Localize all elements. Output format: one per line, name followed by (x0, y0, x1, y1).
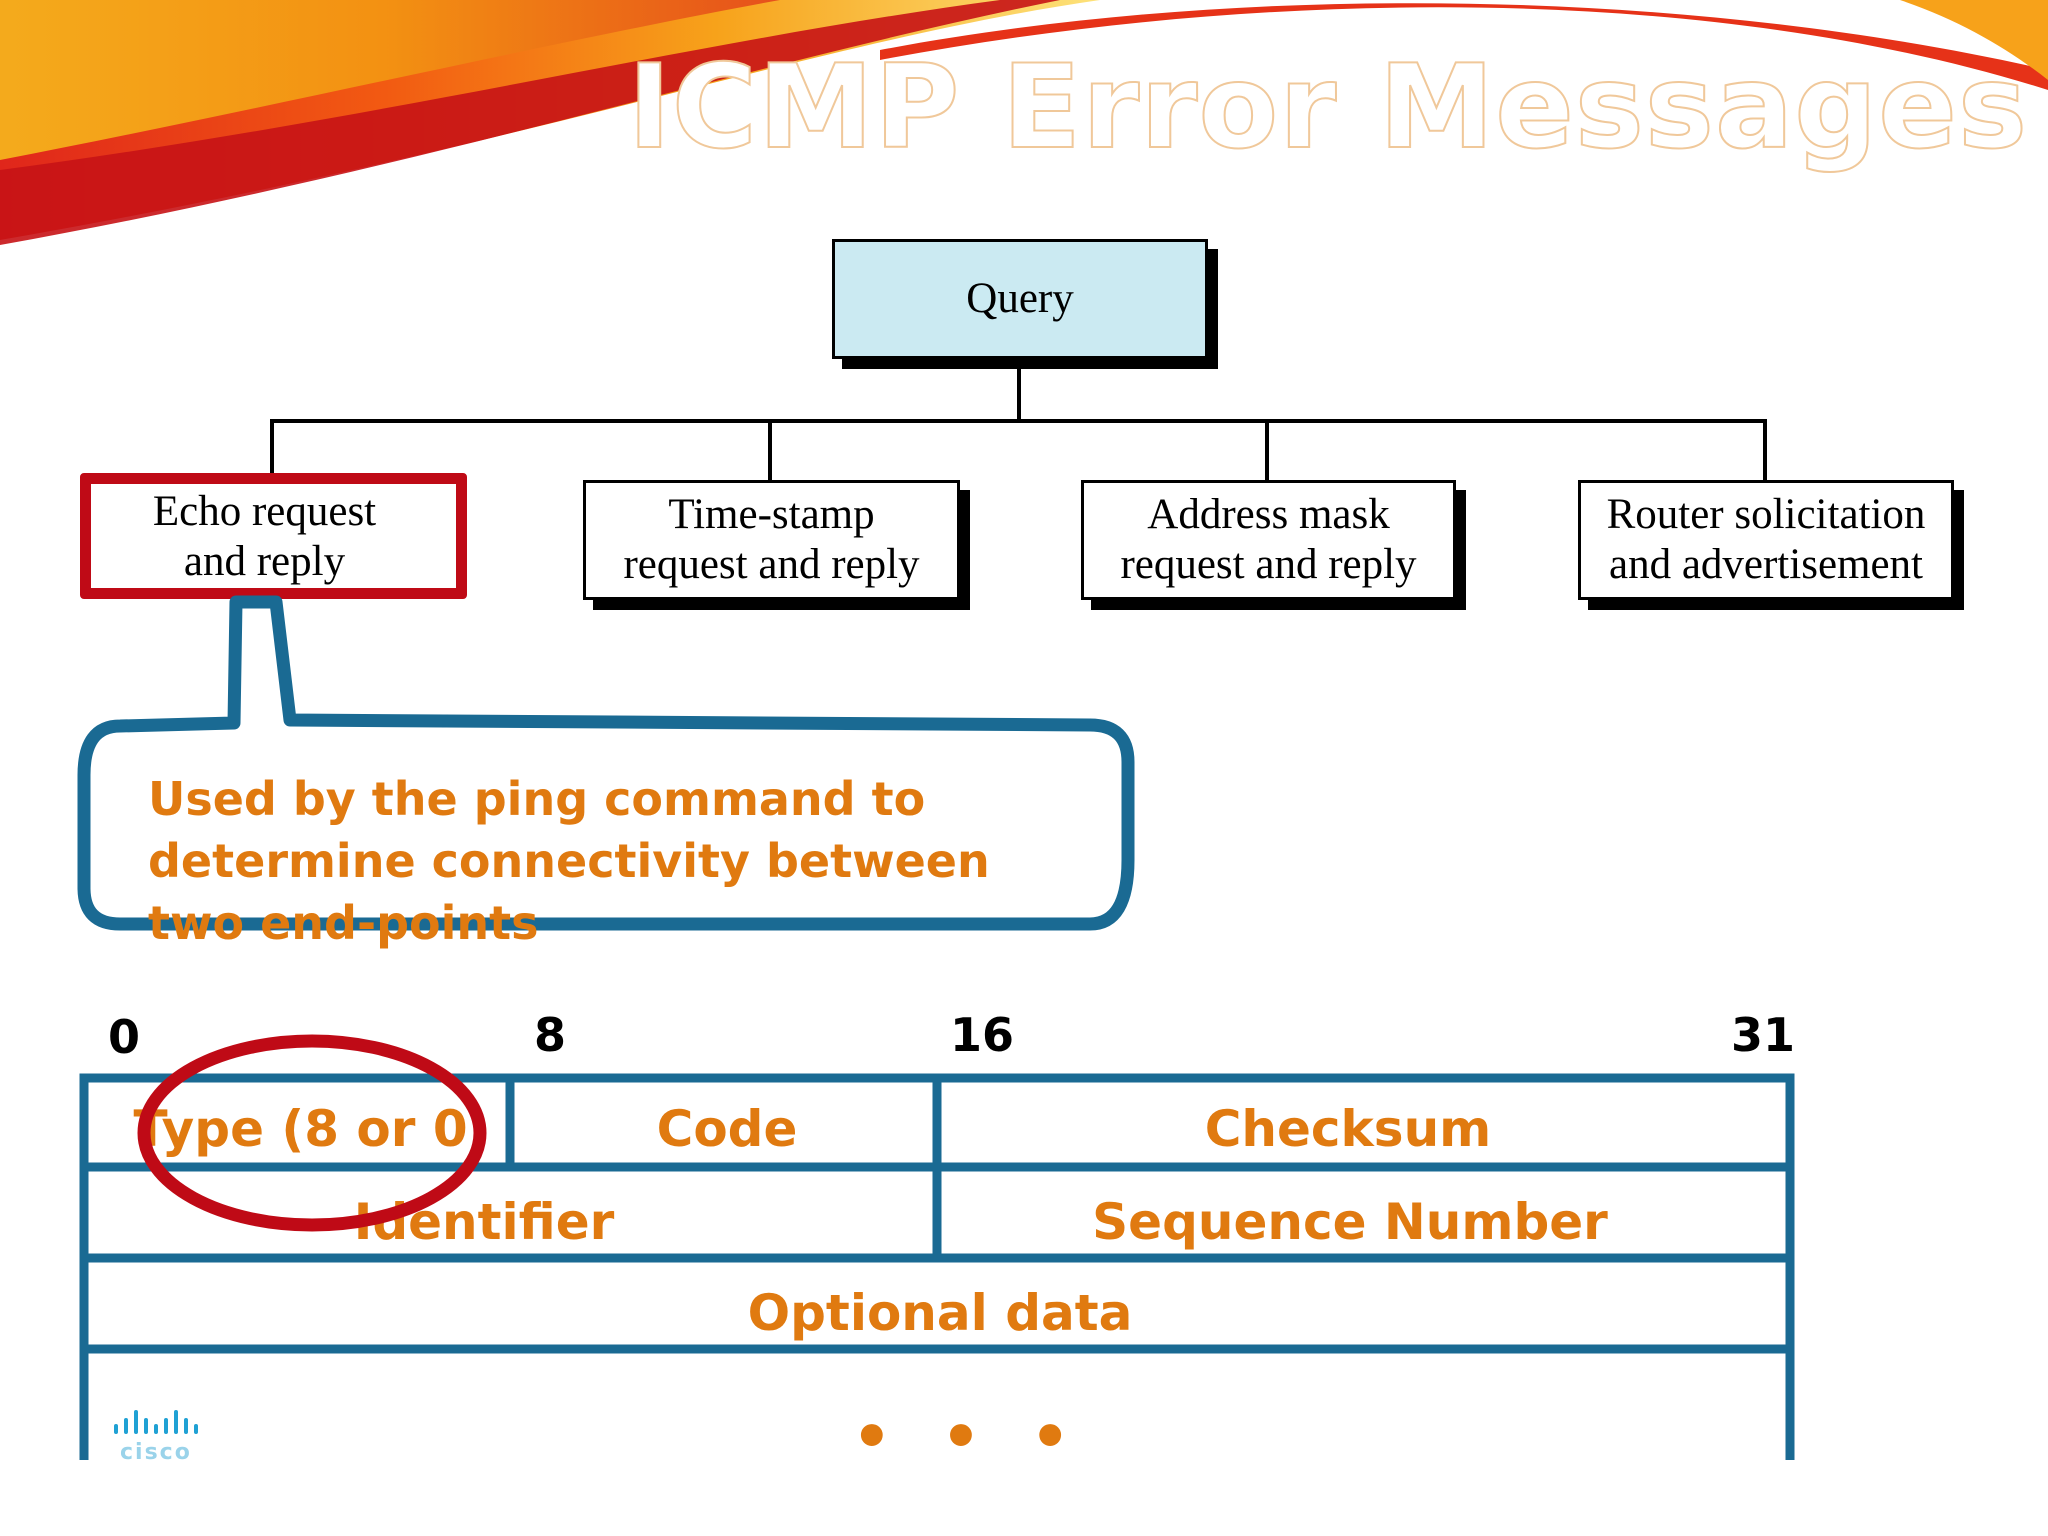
tree-connectors (270, 362, 1767, 480)
cisco-logo-icon (114, 1410, 198, 1434)
header-swoosh (0, 0, 2048, 245)
field-sequence-number: Sequence Number (1092, 1193, 1608, 1251)
field-identifier: Identifier (353, 1193, 615, 1251)
cisco-logo-text: cisco (120, 1440, 192, 1465)
echo-highlight-rect (80, 473, 467, 599)
echo-box: Echo request and reply (92, 484, 437, 590)
timestamp-box: Time-stamp request and reply (583, 480, 960, 600)
address-mask-box: Address mask request and reply (1081, 480, 1456, 600)
router-box: Router solicitation and advertisement (1578, 480, 1954, 600)
callout-bubble (77, 595, 1135, 931)
slide-title: ICMP Error Messages (627, 39, 2028, 176)
timestamp-line2: request and reply (623, 541, 920, 588)
bit-label-31: 31 (1731, 1008, 1796, 1062)
bit-label-0: 0 (108, 1010, 141, 1064)
timestamp-line1: Time-stamp (668, 491, 875, 538)
field-optional-data: Optional data (747, 1284, 1133, 1342)
bit-label-16: 16 (950, 1008, 1015, 1062)
packet-grid (79, 1073, 1795, 1460)
continuation-dots: • • • (851, 1400, 1085, 1473)
echo-line2: and reply (183, 538, 346, 585)
field-type: Type (8 or 0) (133, 1100, 491, 1158)
address-mask-line2: request and reply (1120, 541, 1417, 588)
router-line2: and advertisement (1608, 541, 1924, 588)
field-code: Code (656, 1100, 798, 1158)
callout-text: Used by the ping command to determine co… (148, 772, 990, 950)
query-box: Query (832, 239, 1208, 359)
router-line1: Router solicitation (1606, 491, 1926, 538)
echo-line1: Echo request (152, 488, 377, 535)
field-checksum: Checksum (1204, 1100, 1492, 1158)
address-mask-line1: Address mask (1147, 491, 1390, 538)
query-label: Query (966, 275, 1074, 322)
bit-label-8: 8 (534, 1008, 567, 1062)
type-highlight-ellipse (137, 1034, 487, 1232)
